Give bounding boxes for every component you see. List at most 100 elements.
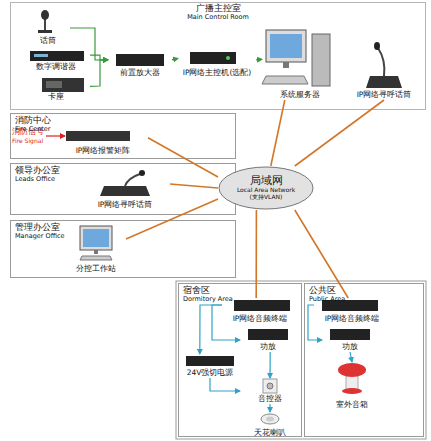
connector-line: [350, 352, 352, 362]
connector-line: [172, 58, 178, 59]
node-label: Leads Office: [15, 176, 231, 183]
node-label: Fire Center: [15, 126, 231, 133]
device-node: IP网络主控机(选配): [178, 50, 256, 78]
node-label: 领导办公室: [15, 166, 231, 176]
workstation-keyboard: [80, 256, 112, 260]
connector-line: [256, 59, 262, 61]
connector-line: [148, 138, 218, 177]
node-label: IP网络音频终端: [325, 315, 380, 324]
device-node: IP网络音频终端: [222, 298, 298, 324]
connector-line: [70, 28, 108, 60]
node-label: 局域网: [250, 175, 283, 188]
server-keyboard: [262, 76, 308, 84]
node-label: 卡座: [48, 93, 64, 102]
node-label: Dormitory Area: [183, 296, 297, 303]
node-label: 天花喇叭: [254, 429, 286, 438]
mic-stand: [44, 16, 46, 30]
fire-signal-arrow: [46, 135, 65, 136]
tuner-device: [30, 51, 84, 61]
paging-head: [374, 42, 380, 50]
node-label: IP网络主控机(选配): [183, 69, 252, 78]
host-device: [190, 52, 236, 64]
area-box: 宿舍区Dormitory AreaIP网络音频终端功放 24V强切电源音控器天花喇…: [178, 283, 302, 437]
connector-line: [308, 305, 322, 340]
node-label: IP网络寻呼话筒: [357, 91, 412, 100]
power-device: [186, 356, 234, 366]
node-label: IP网络报警矩阵: [76, 147, 131, 156]
node-label: (支持VLAN): [250, 194, 283, 201]
alarm-matrix-device: [66, 131, 130, 141]
terminal-device: [234, 300, 290, 311]
ceiling-speaker: [261, 414, 279, 424]
volume-control-plate: [263, 379, 277, 393]
paging-base: [100, 186, 150, 196]
node-label: IP网络寻呼话筒: [98, 201, 153, 210]
mic-head: [41, 10, 49, 20]
amplifier-device: [330, 329, 370, 340]
node-label: 宿舍区: [183, 286, 297, 296]
device-node: 分控工作站: [66, 224, 126, 274]
device-node: 话筒: [26, 10, 70, 46]
room-box: 广播主控室Main Control Room 话筒数字调谐器卡座 前置放大器 IP网络…: [10, 2, 426, 110]
deck-slot: [46, 81, 62, 88]
node-label: 音控器: [258, 395, 282, 404]
outdoor-speaker-base: [342, 388, 362, 394]
node-label: 24V强切电源: [187, 369, 234, 378]
workstation-monitor: [80, 226, 112, 250]
node-label: 功放: [260, 343, 276, 352]
monitor-stand: [94, 250, 98, 254]
device-node: 功放: [240, 328, 296, 352]
node-label: IP网络音频终端: [233, 315, 288, 324]
ceiling-speaker-cone: [266, 417, 274, 422]
network-ellipse-shape: [219, 167, 313, 209]
connector-line: [295, 210, 348, 298]
connector-line: [90, 55, 108, 60]
node-label: 室外音箱: [336, 401, 368, 410]
server-tower: [312, 34, 330, 86]
device-node: 卡座: [22, 76, 90, 102]
device-node: IP网络寻呼话筒: [348, 40, 420, 100]
node-label: 广播主控室: [11, 4, 425, 14]
device-node: 功放: [322, 328, 378, 352]
network-ellipse: 局域网Local Area Network(支持VLAN): [218, 166, 314, 210]
server-screen: [270, 34, 302, 58]
node-label: 话筒: [40, 37, 56, 46]
device-node: 室外音箱: [322, 362, 382, 410]
mic-base: [38, 30, 52, 33]
device-node: IP网络寻呼话筒: [80, 170, 170, 210]
device-node: IP网络报警矩阵: [58, 128, 148, 156]
deck-device: [42, 78, 84, 92]
area-box: 公共区Public AreaIP网络音频终端功放室外音箱: [304, 283, 424, 437]
node-label: 系统服务器: [280, 91, 320, 100]
workstation-screen: [83, 229, 109, 247]
device-node: 数字调谐器: [22, 48, 90, 72]
monitor-stand: [283, 62, 289, 68]
area-frame: [176, 281, 426, 439]
tuner-display: [34, 54, 48, 57]
node-label: 前置放大器: [120, 69, 160, 78]
server-monitor: [266, 30, 306, 62]
node-label: Public Area: [309, 296, 419, 303]
connector-line: [210, 378, 240, 391]
host-led: [226, 56, 230, 60]
node-label: 公共区: [309, 286, 419, 296]
connector-line: [269, 352, 270, 378]
node-label: 分控工作站: [76, 265, 116, 274]
outdoor-speaker-top: [338, 363, 366, 377]
device-node: 24V强切电源: [180, 354, 240, 378]
node-label: 管理办公室: [15, 223, 231, 233]
device-node: 前置放大器: [108, 52, 172, 78]
device-node: 天花喇叭: [240, 412, 300, 438]
area-box: 管理办公室Manager Office 分控工作站: [10, 220, 236, 278]
signal-label: Fire Signal: [12, 138, 43, 145]
connector-line: [90, 60, 108, 87]
connector-line: [200, 305, 222, 354]
paging-neck: [125, 174, 140, 186]
paging-base: [366, 76, 402, 88]
device-node: 系统服务器: [262, 26, 338, 100]
node-label: Manager Office: [15, 233, 231, 240]
volume-knob: [267, 383, 273, 389]
node-label: Local Area Network: [237, 187, 295, 194]
node-label: Main Control Room: [11, 14, 425, 21]
